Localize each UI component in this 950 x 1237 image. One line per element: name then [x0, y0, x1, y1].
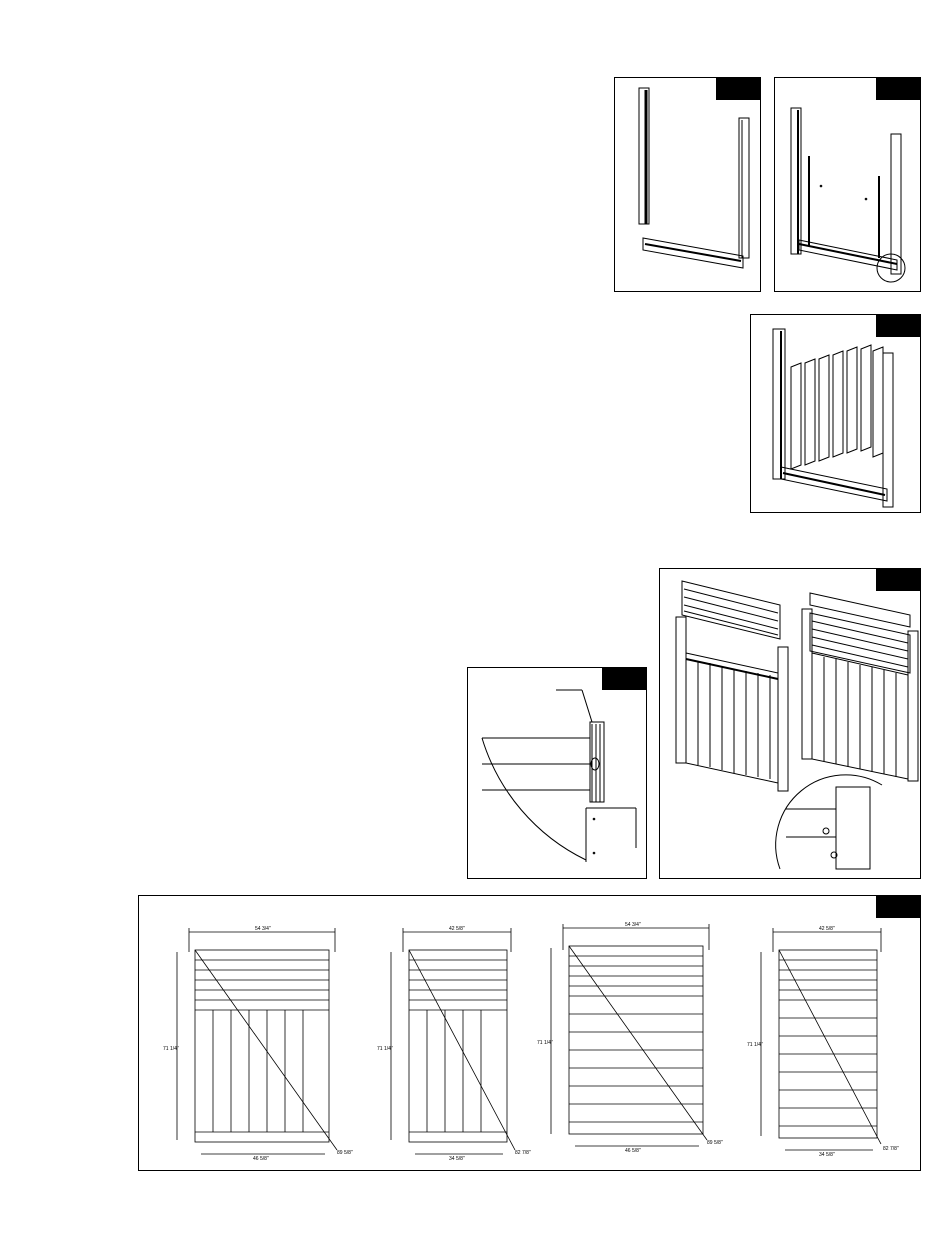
gate-a-diagonal: 89 5/8" — [337, 1150, 353, 1156]
top-rail-detail-drawing — [468, 668, 647, 879]
gate-b-drawing — [391, 928, 515, 1154]
gate-d-drawing — [761, 928, 881, 1150]
gate-d-top-width: 42 5/8" — [819, 926, 835, 932]
gate-a-top-width: 54 3/4" — [255, 926, 271, 932]
gate-c-top-width: 54 3/4" — [625, 922, 641, 928]
frame-assembly-drawing — [775, 78, 921, 292]
picket-insertion-drawing — [751, 315, 921, 513]
gate-a-drawing — [177, 928, 337, 1154]
dimension-drawings-svg: 54 3/4" 71 1/4" 46 5/8" 89 5/8" 42 5/8" … — [139, 896, 921, 1171]
gate-a-height: 71 1/4" — [163, 1046, 179, 1052]
figure-top-rail-detail — [467, 667, 647, 879]
gate-c-height: 71 1/4" — [537, 1040, 553, 1046]
figure-picket-insertion — [750, 314, 921, 513]
gate-b-diagonal: 82 7/8" — [515, 1150, 531, 1156]
lattice-top-install-drawing — [660, 569, 921, 879]
gate-b-bottom-width: 34 5/8" — [449, 1156, 465, 1162]
gate-c-diagonal: 89 5/8" — [707, 1140, 723, 1146]
gate-d-height: 71 1/4" — [747, 1042, 763, 1048]
gate-d-diagonal: 82 7/8" — [883, 1146, 899, 1152]
figure-frame-assembly — [774, 77, 921, 292]
post-rail-drawing — [615, 78, 761, 292]
figure-dimension-drawings: 54 3/4" 71 1/4" 46 5/8" 89 5/8" 42 5/8" … — [138, 895, 921, 1171]
gate-a-bottom-width: 46 5/8" — [253, 1156, 269, 1162]
figure-post-rail-parts — [614, 77, 761, 292]
gate-c-drawing — [551, 924, 709, 1146]
gate-c-bottom-width: 46 5/8" — [625, 1148, 641, 1154]
gate-b-top-width: 42 5/8" — [449, 926, 465, 932]
gate-b-height: 71 1/4" — [377, 1046, 393, 1052]
figure-lattice-top-install — [659, 568, 921, 879]
gate-d-bottom-width: 34 5/8" — [819, 1152, 835, 1158]
